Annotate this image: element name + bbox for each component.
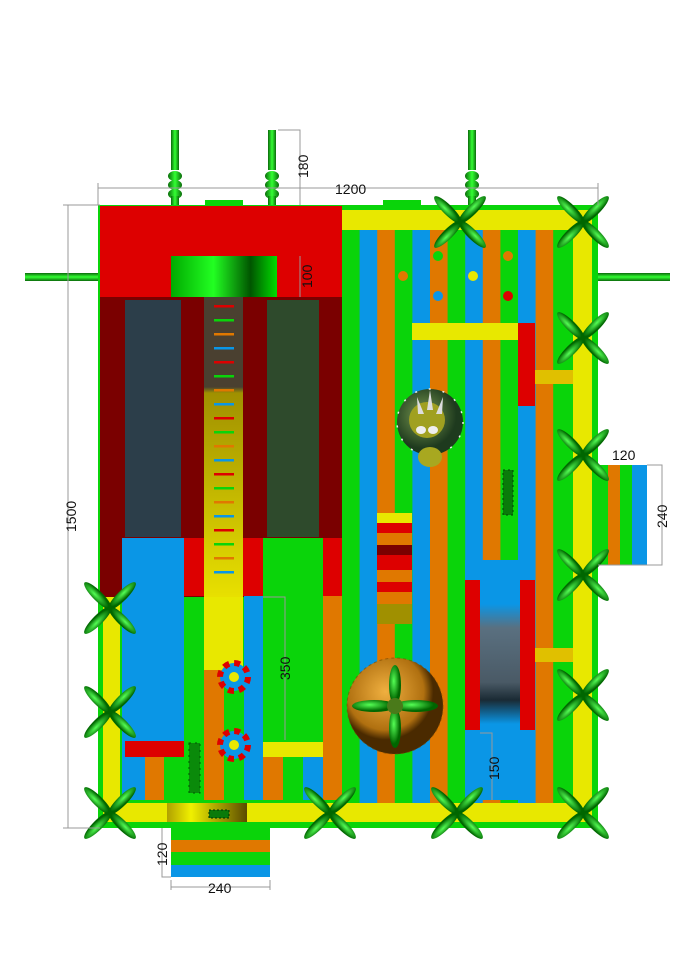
yellow-crossbar bbox=[412, 323, 518, 340]
ladder-rung bbox=[214, 571, 234, 574]
stripe-blue bbox=[412, 230, 431, 803]
ladder-rung bbox=[214, 389, 234, 392]
green-striped-marker bbox=[502, 469, 514, 516]
ladder-rung bbox=[214, 445, 234, 448]
yellow-cylinder bbox=[535, 370, 573, 384]
slate-panel bbox=[125, 300, 181, 537]
dim-line-side-step bbox=[598, 464, 663, 566]
front-entrance-marker bbox=[208, 809, 230, 819]
dot-blue bbox=[433, 291, 443, 301]
pillar-top-2 bbox=[265, 130, 279, 206]
red-step bbox=[125, 741, 184, 757]
ladder-rung bbox=[214, 431, 234, 434]
stripe-orange bbox=[430, 230, 449, 803]
entrance-wall bbox=[171, 256, 277, 297]
ladder-rung bbox=[214, 403, 234, 406]
slide-lane-orange bbox=[204, 670, 224, 800]
ladder-rung bbox=[214, 543, 234, 546]
pillar-left-rod bbox=[25, 273, 100, 281]
slide-lane-yellow bbox=[204, 597, 243, 670]
slide-yellow-step bbox=[263, 742, 323, 757]
tunnel bbox=[465, 580, 535, 730]
ladder-rung bbox=[214, 529, 234, 532]
dot-green bbox=[433, 251, 443, 261]
dim-pillar-height: 180 bbox=[295, 154, 311, 178]
ladder-rung bbox=[214, 459, 234, 462]
ladder-rung bbox=[214, 487, 234, 490]
dim-front-step-depth: 120 bbox=[154, 842, 170, 866]
ladder-rung bbox=[214, 417, 234, 420]
pillar-top-3 bbox=[465, 130, 479, 206]
dim-slide-length: 350 bbox=[277, 656, 293, 680]
dim-width: 1200 bbox=[335, 181, 366, 197]
dim-line-slide bbox=[263, 596, 286, 740]
dim-line-pillar bbox=[278, 129, 301, 205]
ladder-rung bbox=[214, 361, 234, 364]
stripe-green bbox=[447, 230, 466, 803]
rainbow-obstacle bbox=[377, 513, 412, 624]
ladder-rung bbox=[214, 375, 234, 378]
dim-length: 1500 bbox=[63, 501, 79, 532]
slide-red-edge bbox=[243, 538, 264, 596]
pineapple-figure bbox=[346, 657, 444, 755]
dim-line-length bbox=[63, 204, 100, 829]
right-side-yellow-bar bbox=[573, 210, 592, 822]
red-edge-right bbox=[323, 538, 342, 596]
dim-line-tunnel bbox=[480, 732, 493, 800]
dim-line-front-step bbox=[161, 828, 271, 890]
pillar-right-rod bbox=[598, 273, 670, 281]
dim-entrance-wall: 100 bbox=[299, 264, 315, 288]
dim-tunnel-gap: 150 bbox=[486, 756, 502, 780]
top-wall-tab-2 bbox=[383, 200, 421, 206]
beach-ball-2 bbox=[217, 728, 251, 762]
orange-lane bbox=[323, 596, 342, 800]
pool-red-edge bbox=[184, 538, 204, 596]
slide-orange bbox=[263, 757, 283, 800]
dim-line-width bbox=[97, 183, 599, 205]
dot-orange-1 bbox=[398, 271, 408, 281]
dot-orange-2 bbox=[503, 251, 513, 261]
front-entrance bbox=[167, 803, 247, 822]
dot-red bbox=[503, 291, 513, 301]
ladder-rung bbox=[214, 557, 234, 560]
top-wall-tab-1 bbox=[205, 200, 243, 206]
red-wall-right bbox=[518, 323, 535, 406]
ladder-rung bbox=[214, 473, 234, 476]
slide-lane-blue bbox=[244, 596, 264, 800]
stripe-green bbox=[342, 230, 361, 803]
stripe-orange bbox=[535, 230, 554, 803]
orange-step bbox=[145, 757, 164, 800]
pillar-top-1 bbox=[168, 130, 182, 206]
striped-block bbox=[188, 742, 201, 794]
dim-side-step-depth: 120 bbox=[612, 447, 636, 463]
dim-side-step-width: 240 bbox=[654, 504, 670, 528]
beach-ball-1 bbox=[217, 660, 251, 694]
ladder-rung bbox=[214, 333, 234, 336]
ladder-rung bbox=[214, 305, 234, 308]
dot-yellow bbox=[468, 271, 478, 281]
ladder-rung bbox=[214, 515, 234, 518]
green-step bbox=[164, 757, 184, 800]
dim-front-step-width: 240 bbox=[208, 880, 232, 896]
stripe-blue bbox=[359, 230, 378, 803]
slide-green-block bbox=[263, 538, 323, 742]
ladder-rung bbox=[214, 501, 234, 504]
side-step bbox=[598, 465, 647, 565]
front-step bbox=[171, 828, 270, 877]
yellow-cylinder-2 bbox=[535, 648, 573, 662]
ladder-rungs bbox=[214, 305, 234, 574]
ladder-rung bbox=[214, 347, 234, 350]
turtle-figure bbox=[396, 388, 464, 467]
ladder-rung bbox=[214, 319, 234, 322]
dark-green-panel bbox=[267, 300, 319, 537]
